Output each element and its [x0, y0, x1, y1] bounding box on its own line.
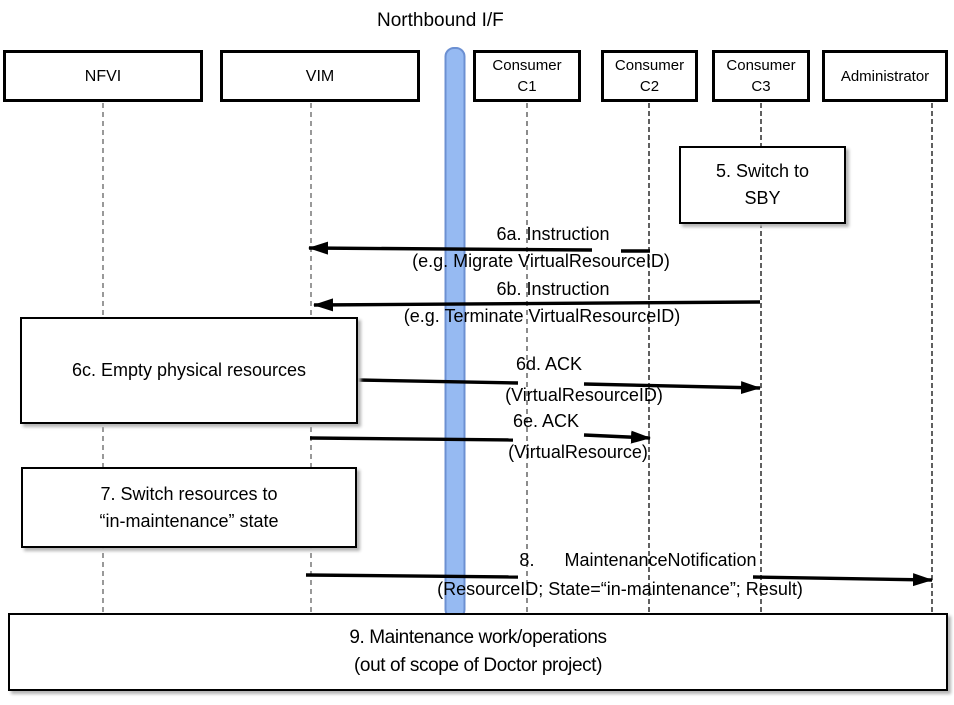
message-6a-detail: (e.g. Migrate VirtualResourceID) — [412, 251, 670, 271]
actor-box-consumer-c3: Consumer C3 — [712, 50, 810, 102]
activity-label: 6c. Empty physical resources — [71, 360, 307, 380]
message-6e-line — [583, 430, 651, 444]
activity-box-6c-empty-physical-resources: 6c. Empty physical resources — [20, 317, 358, 424]
activity-box-5-switch-to-sby: 5. Switch to SBY — [679, 146, 846, 224]
message-6d-detail: (VirtualResourceID) — [505, 385, 663, 405]
activity-box-7-switch-resources: 7. Switch resources to “in-maintenance” … — [21, 467, 357, 548]
northbound-bar — [444, 47, 466, 619]
actor-box-nfvi: NFVI — [3, 50, 203, 102]
message-8-detail: (ResourceID; State=“in-maintenance”; Res… — [437, 579, 803, 599]
actor-label: Consumer — [726, 57, 796, 74]
activity-label: 9. Maintenance work/operations — [349, 627, 607, 648]
diagram-title: Northbound I/F — [377, 10, 504, 31]
message-6b-detail: (e.g. Terminate VirtualResourceID) — [403, 306, 681, 326]
message-6b-label: 6b. Instruction — [496, 279, 610, 299]
message-6e-detail: (VirtualResource) — [508, 442, 648, 462]
activity-label: 5. Switch to — [715, 161, 810, 181]
message-6a-line — [308, 241, 593, 255]
actor-label: Consumer — [614, 57, 685, 74]
activity-label: “in-maintenance” state — [99, 510, 279, 531]
message-8-label: 8. MaintenanceNotification — [519, 550, 757, 570]
message-6b-line — [313, 298, 761, 312]
activity-box-9-maintenance-work: 9. Maintenance work/operations (out of s… — [8, 613, 948, 691]
actor-label: C2 — [639, 78, 660, 95]
actor-box-consumer-c1: Consumer C1 — [473, 50, 581, 102]
message-6d-label: 6d. ACK — [515, 354, 583, 374]
actor-box-consumer-c2: Consumer C2 — [601, 50, 698, 102]
message-8-line-left — [305, 573, 519, 579]
actor-label: Administrator — [840, 67, 930, 85]
activity-label: 7. Switch resources to — [100, 483, 278, 504]
actor-box-vim: VIM — [220, 50, 420, 102]
actor-box-administrator: Administrator — [822, 50, 948, 102]
message-6e-line-left — [309, 436, 514, 442]
message-6d-line-left — [357, 378, 519, 385]
message-6a-label: 6a. Instruction — [496, 224, 610, 244]
actor-label: NFVI — [84, 67, 122, 85]
actor-label: C1 — [517, 78, 537, 95]
activity-label: SBY — [744, 188, 781, 208]
actor-label: VIM — [305, 67, 335, 85]
actor-label: Consumer — [492, 57, 562, 74]
activity-label: (out of scope of Doctor project) — [353, 655, 603, 676]
message-6e-label: 6e. ACK — [512, 411, 580, 431]
actor-label: C3 — [751, 78, 771, 95]
